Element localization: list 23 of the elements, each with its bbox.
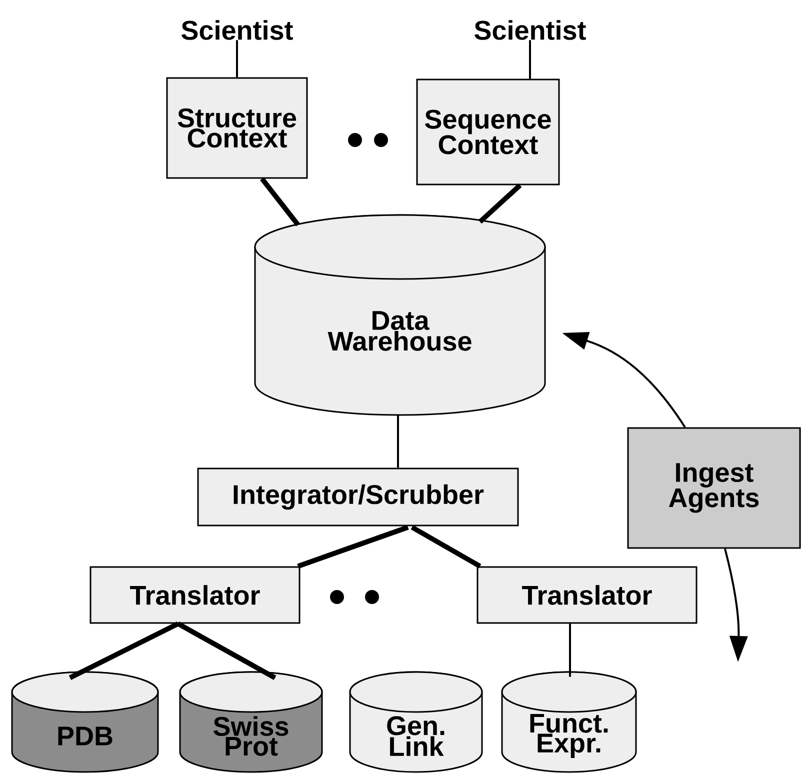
database-cylinder: Data Warehouse: [254, 214, 546, 416]
database-cylinder: Gen. Link: [349, 671, 483, 773]
role-label: Scientist: [474, 20, 586, 40]
role-label: Scientist: [182, 20, 293, 40]
process-box: Translator: [90, 566, 300, 624]
process-box: Translator: [476, 566, 698, 624]
process-box: Sequence Context: [416, 78, 560, 186]
connector: [176, 622, 276, 680]
connector: [236, 40, 238, 78]
connector: [297, 524, 409, 569]
connector: [410, 525, 482, 568]
database-cylinder: Swiss Prot: [179, 671, 323, 773]
connector: [397, 415, 399, 468]
connector: [68, 622, 180, 680]
database-cylinder: Funct. Expr.: [501, 671, 637, 773]
connector: [529, 40, 531, 79]
connector: [478, 183, 522, 224]
process-box: Ingest Agents: [627, 427, 801, 549]
database-cylinder: PDB: [11, 671, 159, 773]
connector: [569, 624, 571, 677]
connector: [260, 177, 300, 226]
process-box: Structure Context: [166, 77, 308, 179]
process-box: Integrator/Scrubber: [197, 468, 519, 526]
